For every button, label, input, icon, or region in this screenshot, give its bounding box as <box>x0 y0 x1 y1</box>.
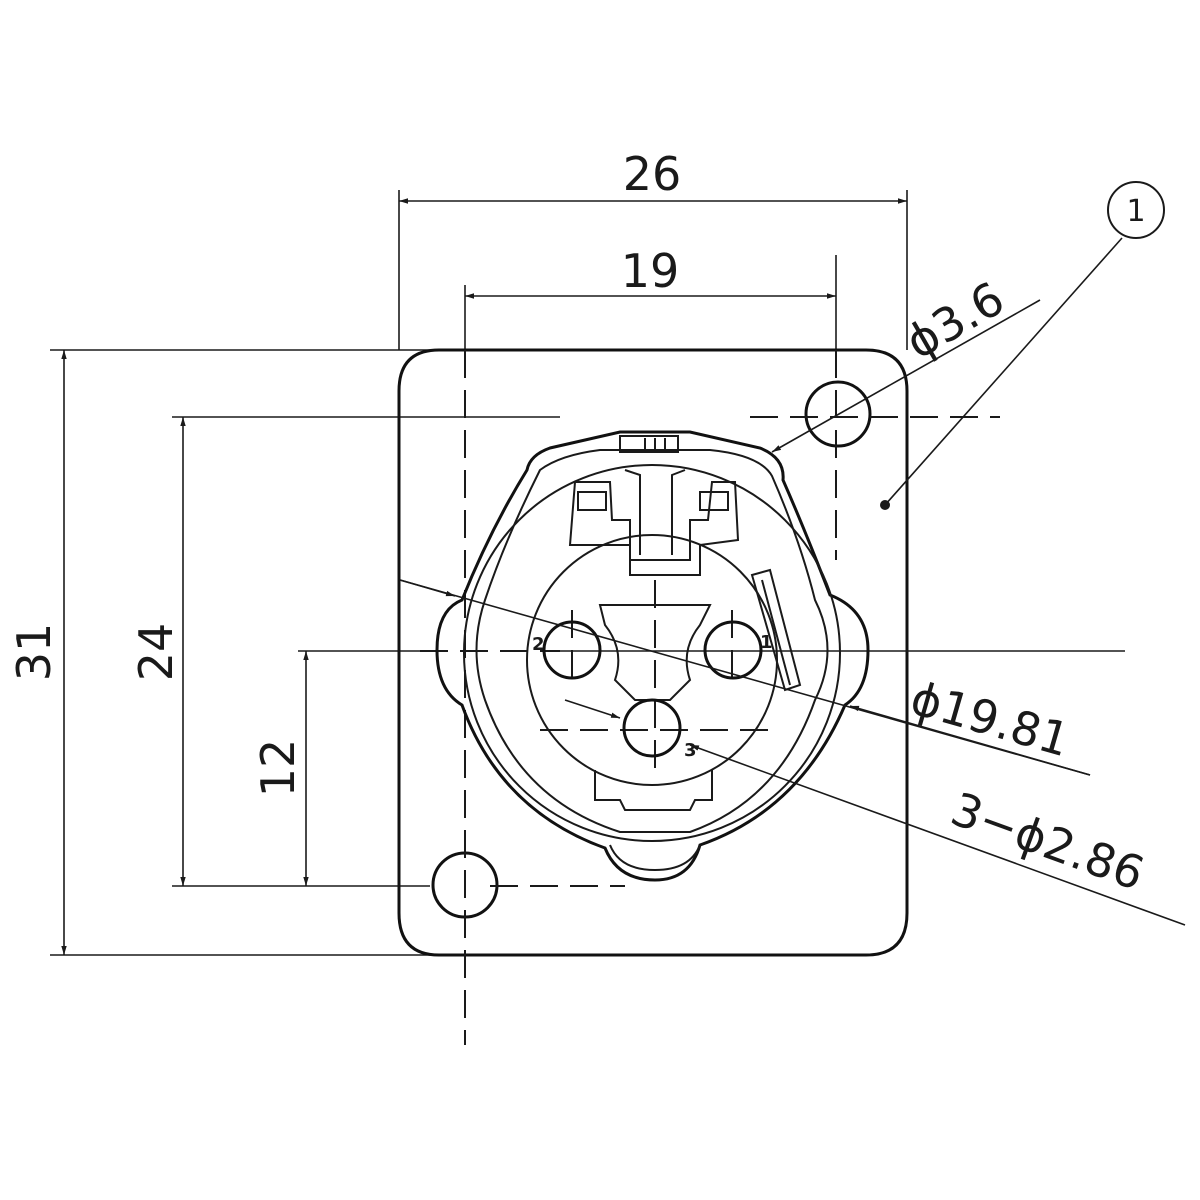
leader-lines <box>399 237 1186 926</box>
callout-balloon <box>1107 181 1165 239</box>
pin-label-3: 3 <box>684 740 697 761</box>
pin-hole-1 <box>703 620 763 680</box>
pin-hole-3 <box>622 698 682 758</box>
connector-body <box>435 430 870 882</box>
dim-text-31: 31 <box>7 623 61 682</box>
callout-label: 1 <box>1126 194 1145 229</box>
pin-label-2: 2 <box>532 634 545 655</box>
extension-lines <box>50 190 908 956</box>
dim-text-26: 26 <box>623 147 682 201</box>
callout-dot <box>880 500 890 510</box>
dim-text-12: 12 <box>251 739 305 798</box>
mounting-plate <box>397 348 909 957</box>
dim-text-phi-19-81: ϕ19.81 <box>905 671 1076 768</box>
dim-text-19: 19 <box>621 244 680 298</box>
pin-hole-2 <box>542 620 602 680</box>
dim-text-24: 24 <box>129 623 183 682</box>
dimension-lines <box>61 198 907 955</box>
dim-text-phi-3-6: ϕ3.6 <box>897 271 1014 370</box>
pin-label-1: 1 <box>760 632 773 653</box>
mount-hole-top-right <box>804 380 872 448</box>
dim-text-3-phi-2-86: 3−ϕ2.86 <box>944 782 1151 901</box>
